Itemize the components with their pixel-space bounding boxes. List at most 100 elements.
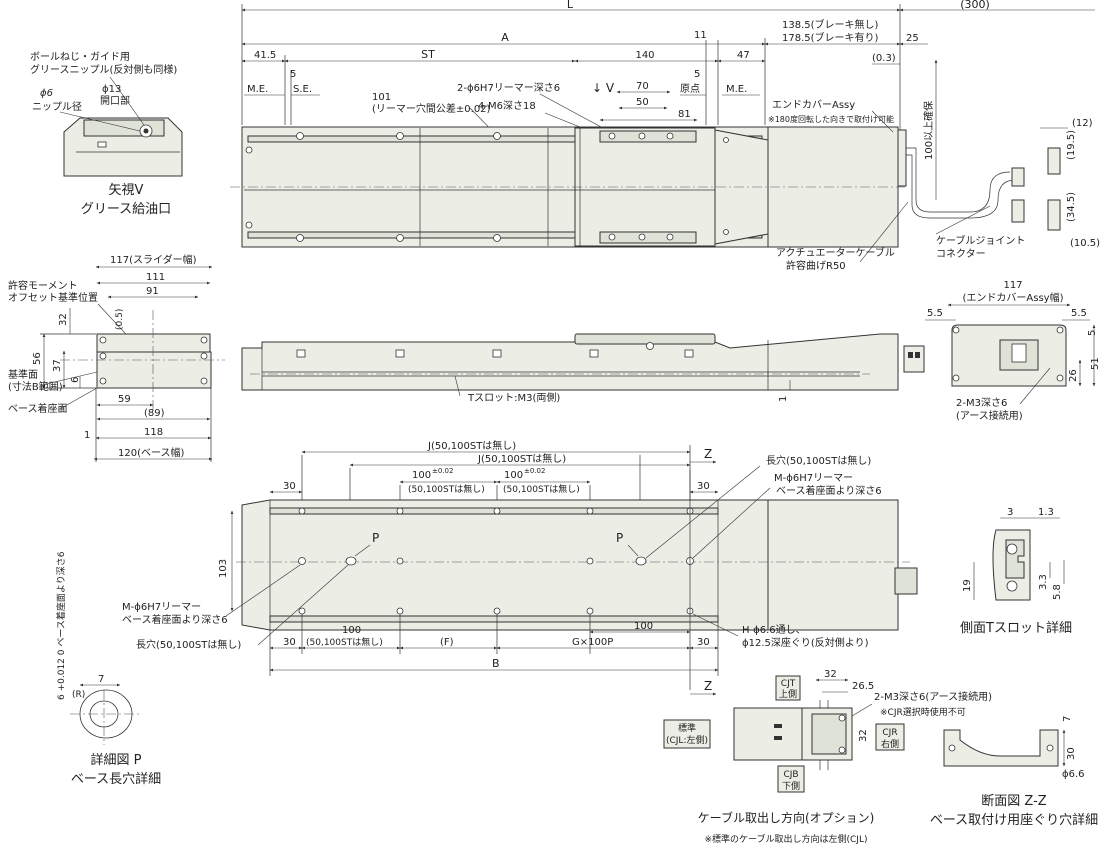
z-mark-top: Z (704, 447, 712, 461)
note-reamer: 2-ϕ6H7リーマー深さ6 (457, 82, 560, 94)
dim-47: 47 (737, 50, 750, 61)
slot-label-right: 長穴(50,100STは無し) (766, 454, 871, 467)
tslot-3: 3 (1007, 507, 1013, 518)
origin-label: 原点 (680, 83, 700, 95)
dim-26: 26 (1068, 369, 1079, 382)
front-section: 117(スライダー幅) 111 91 許容モーメント オフセット基準位置 (0.… (8, 253, 225, 462)
bend-label: 許容曲げR50 (786, 259, 846, 272)
tslot-detail: 3 1.3 19 3.3 5.8 側面Tスロット詳細 (960, 507, 1072, 636)
top-view: L (300) A 138.5(ブレーキ無し) 178.5(ブレーキ有り) 25… (230, 0, 1100, 272)
dim-30b: 30 (697, 481, 710, 492)
dim-41.5: 41.5 (254, 50, 276, 61)
dim-19.5: (19.5) (1066, 130, 1077, 160)
view-v-title2: グリース給油口 (81, 202, 171, 217)
dim-ST: ST (421, 48, 435, 61)
zz-30: 30 (1066, 747, 1077, 760)
cjr-label: CJR (882, 728, 897, 738)
nipple-diameter: ニップル径 (32, 100, 82, 113)
cable-exit: CJT 上側 32 26.5 2-M3深さ6(アース接続用) ※CJR選択時使用… (663, 669, 992, 845)
dim-0.5: (0.5) (115, 309, 125, 330)
tslot-5.8: 5.8 (1052, 584, 1063, 600)
endcover-note: ※180度回転した向きで取付け可能 (768, 114, 894, 124)
dim-100a: 100 (412, 470, 431, 481)
dim-91: 91 (146, 286, 159, 297)
tol-b: ±0.02 (524, 467, 545, 475)
dim-100b: 100 (504, 470, 523, 481)
connector-label: コネクター (936, 248, 986, 260)
dim-117-slider: 117(スライダー幅) (110, 253, 197, 266)
dim-1-side: 1 (778, 396, 789, 402)
cable-32: 32 (824, 669, 837, 680)
dim-100c-note: (50,100STは無し) (306, 636, 383, 648)
tslot-1.3: 1.3 (1038, 507, 1054, 518)
bottom-holes (298, 507, 694, 615)
zz-title2: ベース取付け用座ぐり穴詳細 (930, 812, 1098, 828)
dim-81: 81 (678, 109, 691, 120)
dim-G: G×100P (572, 637, 613, 648)
dim-5a: 5 (290, 69, 296, 80)
dim-120-base: 120(ベース幅) (118, 446, 184, 459)
dim-F: (F) (440, 637, 454, 648)
dim-5.5a: 5.5 (927, 308, 943, 319)
zz-title1: 断面図 Z-Z (981, 794, 1047, 809)
std-label: 標準 (678, 722, 696, 734)
grease-line1: ボールねじ・ガイド用 (30, 51, 130, 63)
dim-A: A (501, 31, 509, 44)
cjt-label: CJT (781, 679, 796, 689)
dim-0.3: (0.3) (872, 53, 896, 64)
dim-1-front: 1 (84, 430, 90, 441)
cable-26.5: 26.5 (852, 681, 874, 692)
dim-56: 56 (32, 352, 43, 365)
detail-p-7: 7 (98, 674, 104, 685)
z-mark-bottom: Z (704, 679, 712, 693)
detail-p-R: (R) (72, 690, 85, 700)
dim-32: 32 (58, 313, 69, 326)
reamer-right-2: ベース着座面より深さ6 (776, 484, 882, 497)
dim-11: 11 (694, 30, 707, 41)
dim-5-end: 5 (1087, 330, 1098, 336)
top-holes (245, 132, 729, 242)
end-earth: (アース接続用) (956, 409, 1023, 422)
p-mark-2: P (616, 531, 623, 545)
cable-label: アクチュエーターケーブル (776, 246, 895, 259)
dim-100b-note: (50,100STは無し) (503, 483, 580, 495)
dim-178: 178.5(ブレーキ有り) (782, 31, 879, 44)
dim-50: 50 (636, 97, 649, 108)
dim-300: (300) (960, 0, 990, 11)
dim-103: 103 (218, 559, 229, 578)
dim-L: L (567, 0, 574, 11)
dim-30c: 30 (283, 637, 296, 648)
tslot-title: 側面Tスロット詳細 (960, 620, 1072, 636)
cjt-side: 上側 (779, 688, 797, 700)
motor-bottom (767, 499, 899, 631)
dim-117-endcover: (エンドカバーAssy幅) (963, 291, 1064, 304)
cable-exit-note: ※標準のケーブル取出し方向は左側(CJL) (705, 833, 868, 845)
std-side: (CJL:左側) (666, 734, 708, 746)
actuator-body-side (241, 333, 899, 391)
end-view: 117 (エンドカバーAssy幅) 5.5 5.5 5 26 51 2-M3深さ… (903, 280, 1101, 422)
h-hole-1: H-ϕ6.6通し、 (742, 624, 806, 636)
dim-10.5: (10.5) (1070, 238, 1100, 249)
zz-7: 7 (1062, 716, 1073, 722)
p-mark-1: P (372, 531, 379, 545)
dim-25: 25 (906, 33, 919, 44)
dim-111: 111 (146, 272, 165, 283)
slider-section (96, 333, 211, 353)
note-101: 101 (372, 92, 391, 103)
dim-89: (89) (144, 408, 165, 419)
slot-label-left: 長穴(50,100STは無し) (136, 638, 241, 651)
detail-p-title2: ベース長穴詳細 (71, 771, 161, 787)
dim-140: 140 (635, 50, 654, 61)
dim-B: B (492, 657, 500, 670)
dim-12: (12) (1072, 118, 1093, 129)
section-zz: 7 30 ϕ6.6 断面図 Z-Z ベース取付け用座ぐり穴詳細 (930, 716, 1098, 828)
dim-118: 118 (144, 427, 163, 438)
tslot-19: 19 (962, 579, 973, 592)
cjb-side: 下側 (782, 780, 800, 792)
cable-m3: 2-M3深さ6(アース接続用) (874, 690, 992, 703)
end-m3: 2-M3深さ6 (956, 397, 1007, 409)
dim-5.5b: 5.5 (1071, 308, 1087, 319)
note-m6: 4-M6深さ18 (478, 100, 536, 112)
dim-100c: 100 (342, 625, 361, 636)
